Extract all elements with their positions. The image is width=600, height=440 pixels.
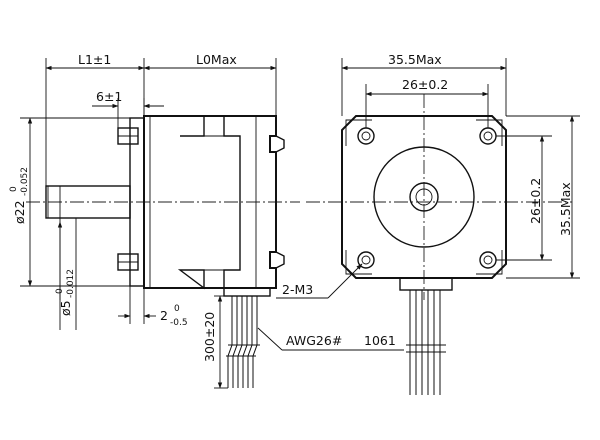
mount-hole-bl bbox=[357, 251, 375, 269]
dim-hole-spacing-h: 26±0.2 bbox=[402, 77, 448, 92]
dim-l1: L1±1 bbox=[78, 52, 111, 67]
front-view: 35.5Max 26±0.2 26±0.2 35.5Max 2-M3 AWG26… bbox=[257, 52, 580, 395]
wire-label: AWG26# bbox=[286, 333, 342, 348]
dim-lead-length: 300±20 bbox=[202, 312, 217, 362]
mount-hole-br bbox=[479, 251, 497, 269]
mount-hole-tr bbox=[479, 127, 497, 145]
dim-shaft-small-low: -0.012 bbox=[66, 269, 76, 298]
front-shaft bbox=[409, 182, 439, 212]
dim-shaft-small: ø5 bbox=[58, 300, 73, 316]
wire-code: 1061 bbox=[364, 333, 396, 348]
dim-shaft-small-up: 0 bbox=[55, 288, 65, 294]
dim-shaft-dia-up: 0 bbox=[9, 186, 19, 192]
lead-wires-side bbox=[226, 296, 260, 388]
screw-label: 2-M3 bbox=[282, 282, 313, 297]
dim-boss-up: 0 bbox=[174, 304, 180, 314]
dim-width: 35.5Max bbox=[388, 52, 442, 67]
mount-hole-tl bbox=[357, 127, 375, 145]
lead-wires-front bbox=[406, 290, 446, 395]
dim-height: 35.5Max bbox=[558, 182, 573, 236]
dim-boss-low: -0.5 bbox=[170, 318, 188, 328]
dim-shaft-dia: ø22 bbox=[12, 200, 27, 224]
front-lead-exit bbox=[399, 277, 453, 291]
lead-exit bbox=[223, 287, 271, 297]
front-flange bbox=[341, 115, 507, 279]
dim-boss: 2 bbox=[160, 308, 168, 323]
dim-hole-spacing-v: 26±0.2 bbox=[528, 178, 543, 224]
dim-flange: 6±1 bbox=[96, 89, 122, 104]
front-boss bbox=[373, 146, 475, 248]
dim-shaft-dia-low: -0.052 bbox=[20, 167, 30, 196]
side-view: L1±1 L0Max 6±1 ø22 0 -0.052 ø5 0 -0.012 bbox=[9, 52, 300, 389]
dim-l0: L0Max bbox=[196, 52, 237, 67]
